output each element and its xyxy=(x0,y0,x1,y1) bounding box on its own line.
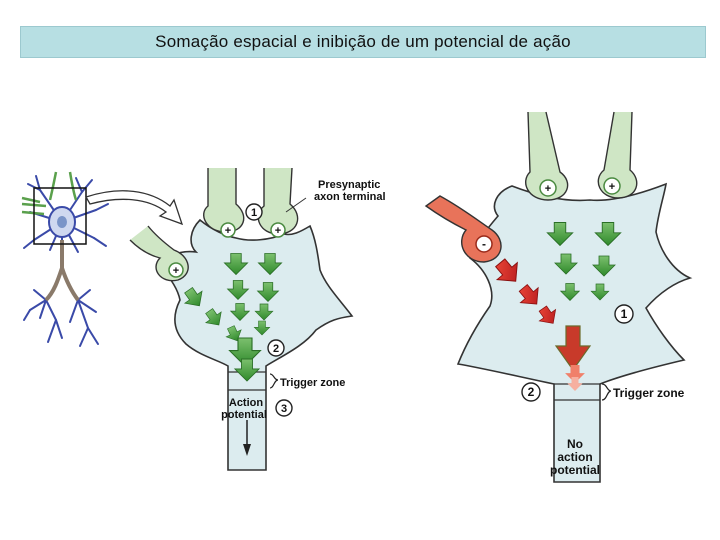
right-trigger-zone-label: Trigger zone xyxy=(613,386,685,400)
no-action-label-1: No xyxy=(567,437,583,451)
presynaptic-leader xyxy=(285,197,307,213)
minus-icon: - xyxy=(482,237,486,251)
action-label-1: Action xyxy=(229,397,264,409)
left-excitatory-badges: + + + xyxy=(168,222,286,278)
step-2-badge xyxy=(267,339,285,357)
plus-icon: + xyxy=(275,225,281,237)
presynaptic-label-1: Presynaptic xyxy=(318,179,380,191)
zoom-arrow-icon xyxy=(85,190,184,226)
left-neuron xyxy=(158,218,354,471)
left-cell-body xyxy=(158,218,354,471)
plus-icon: + xyxy=(545,183,551,195)
right-step-1-badge xyxy=(614,304,634,324)
neuron-thumbnail xyxy=(21,171,109,347)
title-bar: Somação espacial e inibição de um potenc… xyxy=(20,26,706,58)
step-3-number: 3 xyxy=(281,403,287,415)
right-badges: + + - xyxy=(475,177,621,253)
presynaptic-label-2: axon terminal xyxy=(314,191,386,203)
action-label-2: potential xyxy=(221,409,267,421)
axon-down-arrow-icon xyxy=(243,444,251,456)
combined-arrow-icon xyxy=(554,325,592,372)
plus-icon: + xyxy=(173,265,179,277)
no-action-label-3: potential xyxy=(550,463,600,477)
right-presynaptic-terminals xyxy=(525,111,638,201)
page-title: Somação espacial e inibição de um potenc… xyxy=(155,32,571,51)
step-3-badge xyxy=(275,399,293,417)
plus-icon: + xyxy=(225,225,231,237)
inhibitory-terminal xyxy=(424,195,502,263)
plus-icon: + xyxy=(609,181,615,193)
no-action-label-2: action xyxy=(557,450,592,464)
step-2-number: 2 xyxy=(273,343,279,355)
right-step-2-badge xyxy=(521,382,541,402)
step-1-number: 1 xyxy=(251,207,257,219)
right-step-1-number: 1 xyxy=(621,307,628,321)
right-step-2-number: 2 xyxy=(528,385,535,399)
step-1-badge xyxy=(245,203,263,221)
left-trigger-zone-label: Trigger zone xyxy=(280,377,345,389)
